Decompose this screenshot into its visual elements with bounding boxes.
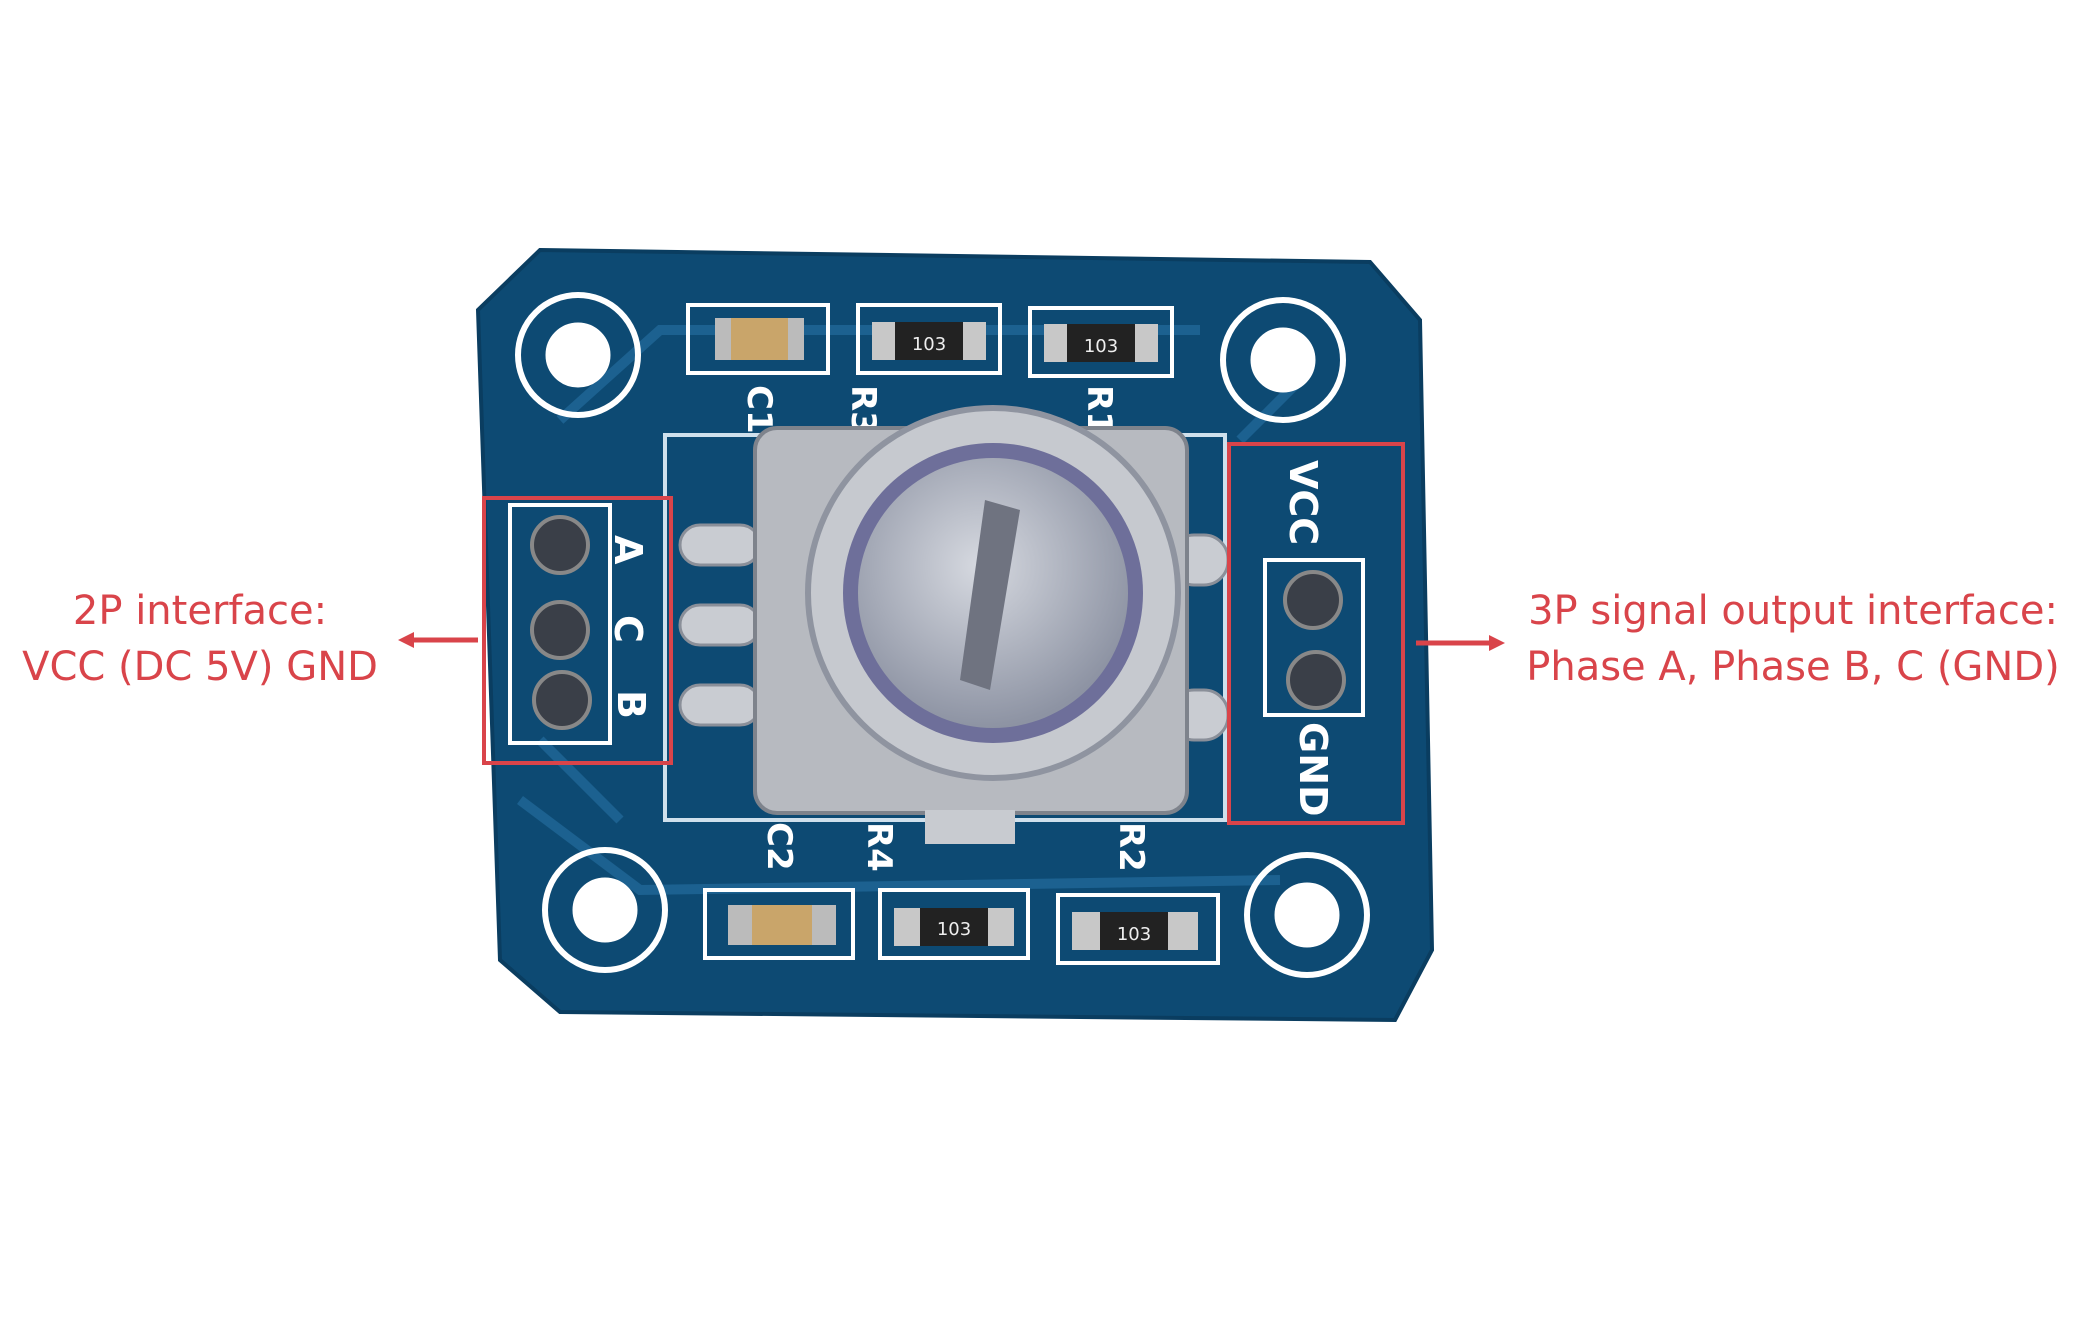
left-callout-detail: VCC (DC 5V) GND [22,644,378,690]
left-highlight-box [482,496,673,765]
silk-vcc: VCC [1281,460,1325,545]
right-arrow [1416,635,1505,651]
silk-gnd: GND [1291,722,1335,817]
resistor-code: 103 [1117,924,1151,945]
right-callout: 3P signal output interface: Phase A, Pha… [1506,583,2080,695]
left-arrow [398,632,478,648]
silk-c2: C2 [759,822,799,871]
silk-pin-a: A [606,535,650,565]
right-header: VCC GND [1263,460,1365,817]
resistor-code: 103 [937,919,971,940]
knob-slot [960,500,1020,690]
silk-c1: C1 [739,385,779,434]
silk-pin-c: C [606,615,650,643]
silk-pin-b: B [609,690,653,719]
left-header: A C B [508,503,653,745]
bottom-components: 103 103 C2 R4 R2 [703,822,1220,965]
mounting-holes [515,292,1370,978]
resistor-code: 103 [912,334,946,355]
right-callout-detail: Phase A, Phase B, C (GND) [1526,644,2060,690]
left-callout: 2P interface: VCC (DC 5V) GND [0,583,400,695]
encoder-pins [678,523,1230,742]
right-highlight-box [1227,442,1405,825]
silk-r2: R2 [1111,822,1151,872]
encoder-tab [925,810,1015,844]
top-components: 103 103 C1 R3 R1 [686,303,1174,435]
left-callout-title: 2P interface: [72,588,328,634]
resistor-code: 103 [1084,336,1118,357]
right-callout-title: 3P signal output interface: [1528,588,2058,634]
silk-r4: R4 [859,822,899,872]
